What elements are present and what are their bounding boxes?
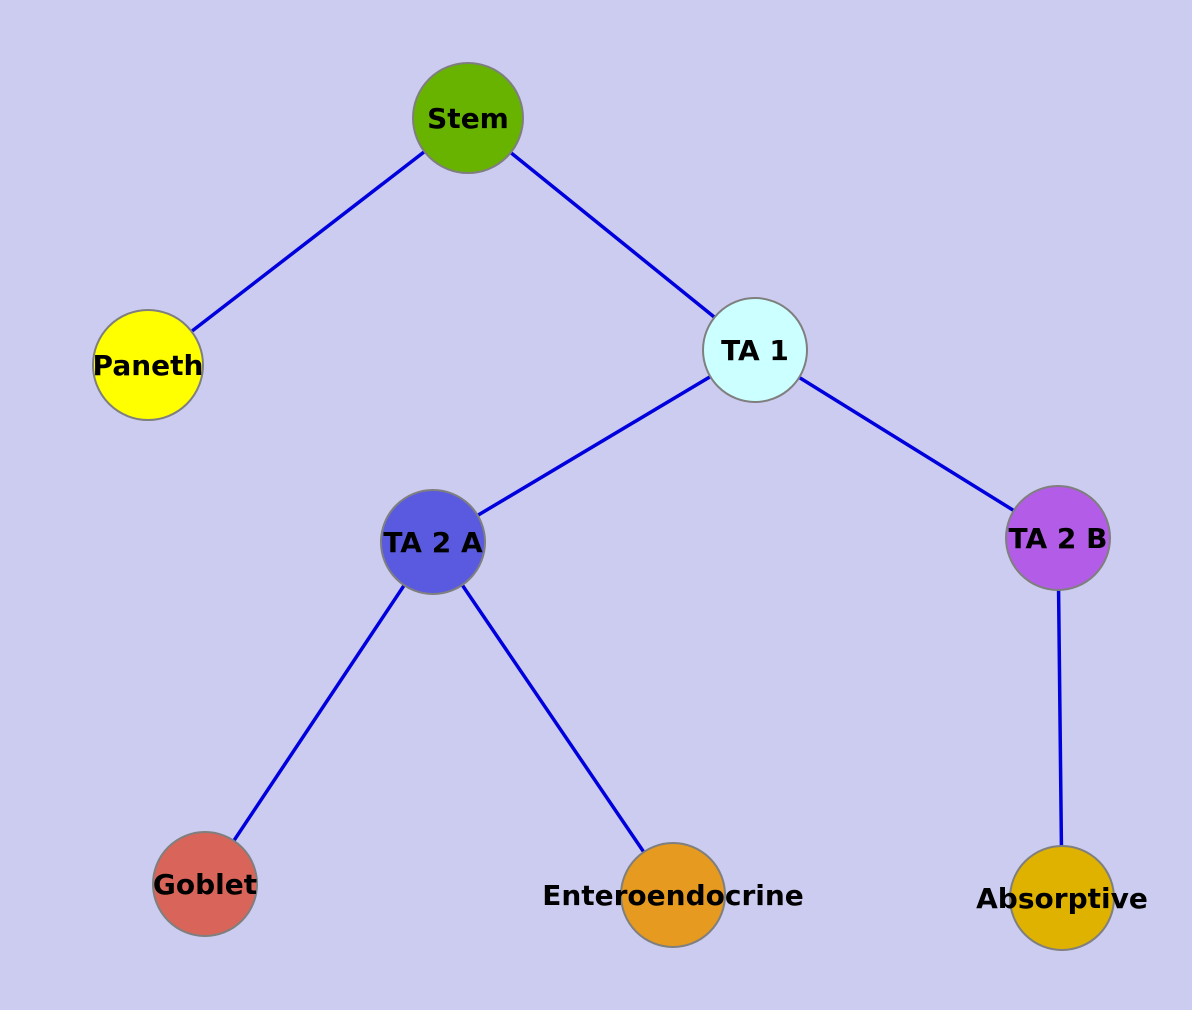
node-ta1[interactable]: TA 1 <box>702 297 808 403</box>
node-label-ta2a: TA 2 A <box>383 526 483 559</box>
edge-ta2a-enteroendocrine <box>431 540 675 897</box>
node-circle-ta2b[interactable] <box>1005 485 1111 591</box>
node-ta2a[interactable]: TA 2 A <box>380 489 486 595</box>
node-circle-enteroendocrine[interactable] <box>620 842 726 948</box>
node-circle-goblet[interactable] <box>152 831 258 937</box>
edge-stem-ta1 <box>466 116 757 352</box>
node-circle-absorptive[interactable] <box>1009 845 1115 951</box>
node-label-goblet: Goblet <box>153 868 257 901</box>
node-label-absorptive: Absorptive <box>976 882 1148 915</box>
node-label-stem: Stem <box>427 102 509 135</box>
node-enteroendocrine[interactable]: Enteroendocrine <box>542 842 804 948</box>
node-label-ta1: TA 1 <box>721 334 789 367</box>
node-absorptive[interactable]: Absorptive <box>976 845 1148 951</box>
node-label-enteroendocrine: Enteroendocrine <box>542 879 804 912</box>
node-label-paneth: Paneth <box>93 349 204 382</box>
node-goblet[interactable]: Goblet <box>152 831 258 937</box>
node-circle-ta1[interactable] <box>702 297 808 403</box>
node-circle-paneth[interactable] <box>92 309 204 421</box>
node-stem[interactable]: Stem <box>412 62 524 174</box>
node-circle-ta2a[interactable] <box>380 489 486 595</box>
node-label-ta2b: TA 2 B <box>1009 522 1108 555</box>
edge-ta2b-absorptive <box>1056 536 1064 900</box>
edge-ta1-ta2a <box>431 348 757 544</box>
node-ta2b[interactable]: TA 2 B <box>1005 485 1111 591</box>
node-paneth[interactable]: Paneth <box>92 309 204 421</box>
edge-stem-paneth <box>146 116 470 367</box>
node-circle-stem[interactable] <box>412 62 524 174</box>
edge-ta1-ta2b <box>753 348 1060 540</box>
edge-ta2a-goblet <box>203 540 435 886</box>
